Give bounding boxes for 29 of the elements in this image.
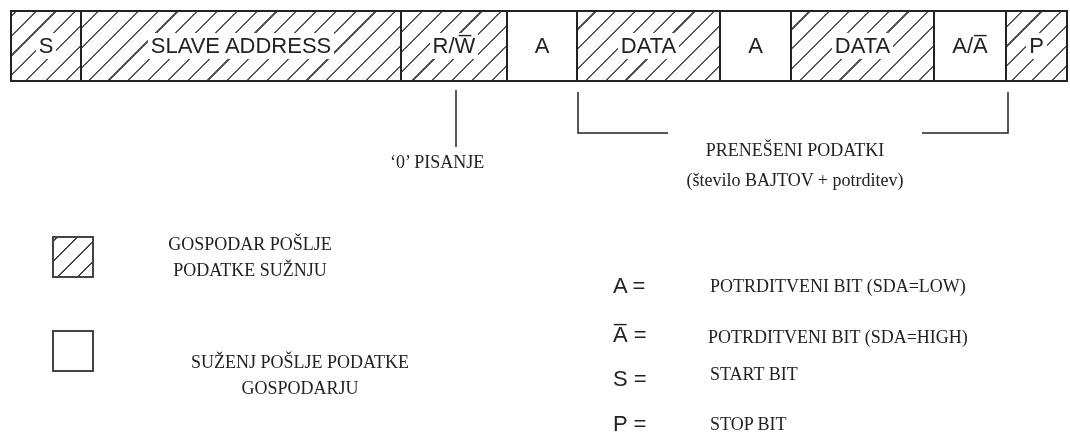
hatched-field-cell: [576, 10, 721, 82]
key-description: POTRDITVENI BIT (SDA=HIGH): [708, 327, 968, 348]
key-description: STOP BIT: [710, 414, 787, 435]
field-label: SLAVE ADDRESS: [147, 33, 335, 59]
key-symbol: A =: [613, 273, 646, 299]
key-symbol: A̅ =: [613, 322, 647, 348]
key-symbol: S =: [613, 366, 647, 392]
hatched-field-cell: [80, 10, 402, 82]
field-cell: [506, 10, 578, 82]
field-label: DATA: [831, 33, 894, 59]
legend-text: SUŽENJ POŠLJE PODATKE GOSPODARJU: [190, 350, 410, 400]
leader-line: [455, 89, 457, 148]
field-cell: [719, 10, 792, 82]
field-label: DATA: [617, 33, 680, 59]
hatched-field-cell: [400, 10, 508, 82]
legend-text: GOSPODAR POŠLJE PODATKE SUŽNJU: [167, 232, 333, 282]
field-label: P: [1026, 33, 1047, 59]
key-description: POTRDITVENI BIT (SDA=LOW): [710, 276, 966, 297]
hatched-field-cell: [790, 10, 935, 82]
key-description: START BIT: [710, 364, 798, 385]
field-cell: [933, 10, 1007, 82]
bracket-label: PRENEŠENI PODATKI: [705, 140, 885, 161]
annotation-text: ‘0’ PISANJE: [390, 152, 485, 173]
field-label: S: [35, 33, 57, 59]
hatched-field-cell: [10, 10, 82, 82]
field-label: R/W̅: [429, 33, 479, 59]
hatched-field-cell: [1005, 10, 1068, 82]
key-symbol: P =: [613, 411, 647, 437]
bracket-label: (število BAJTOV + potrditev): [686, 170, 904, 191]
